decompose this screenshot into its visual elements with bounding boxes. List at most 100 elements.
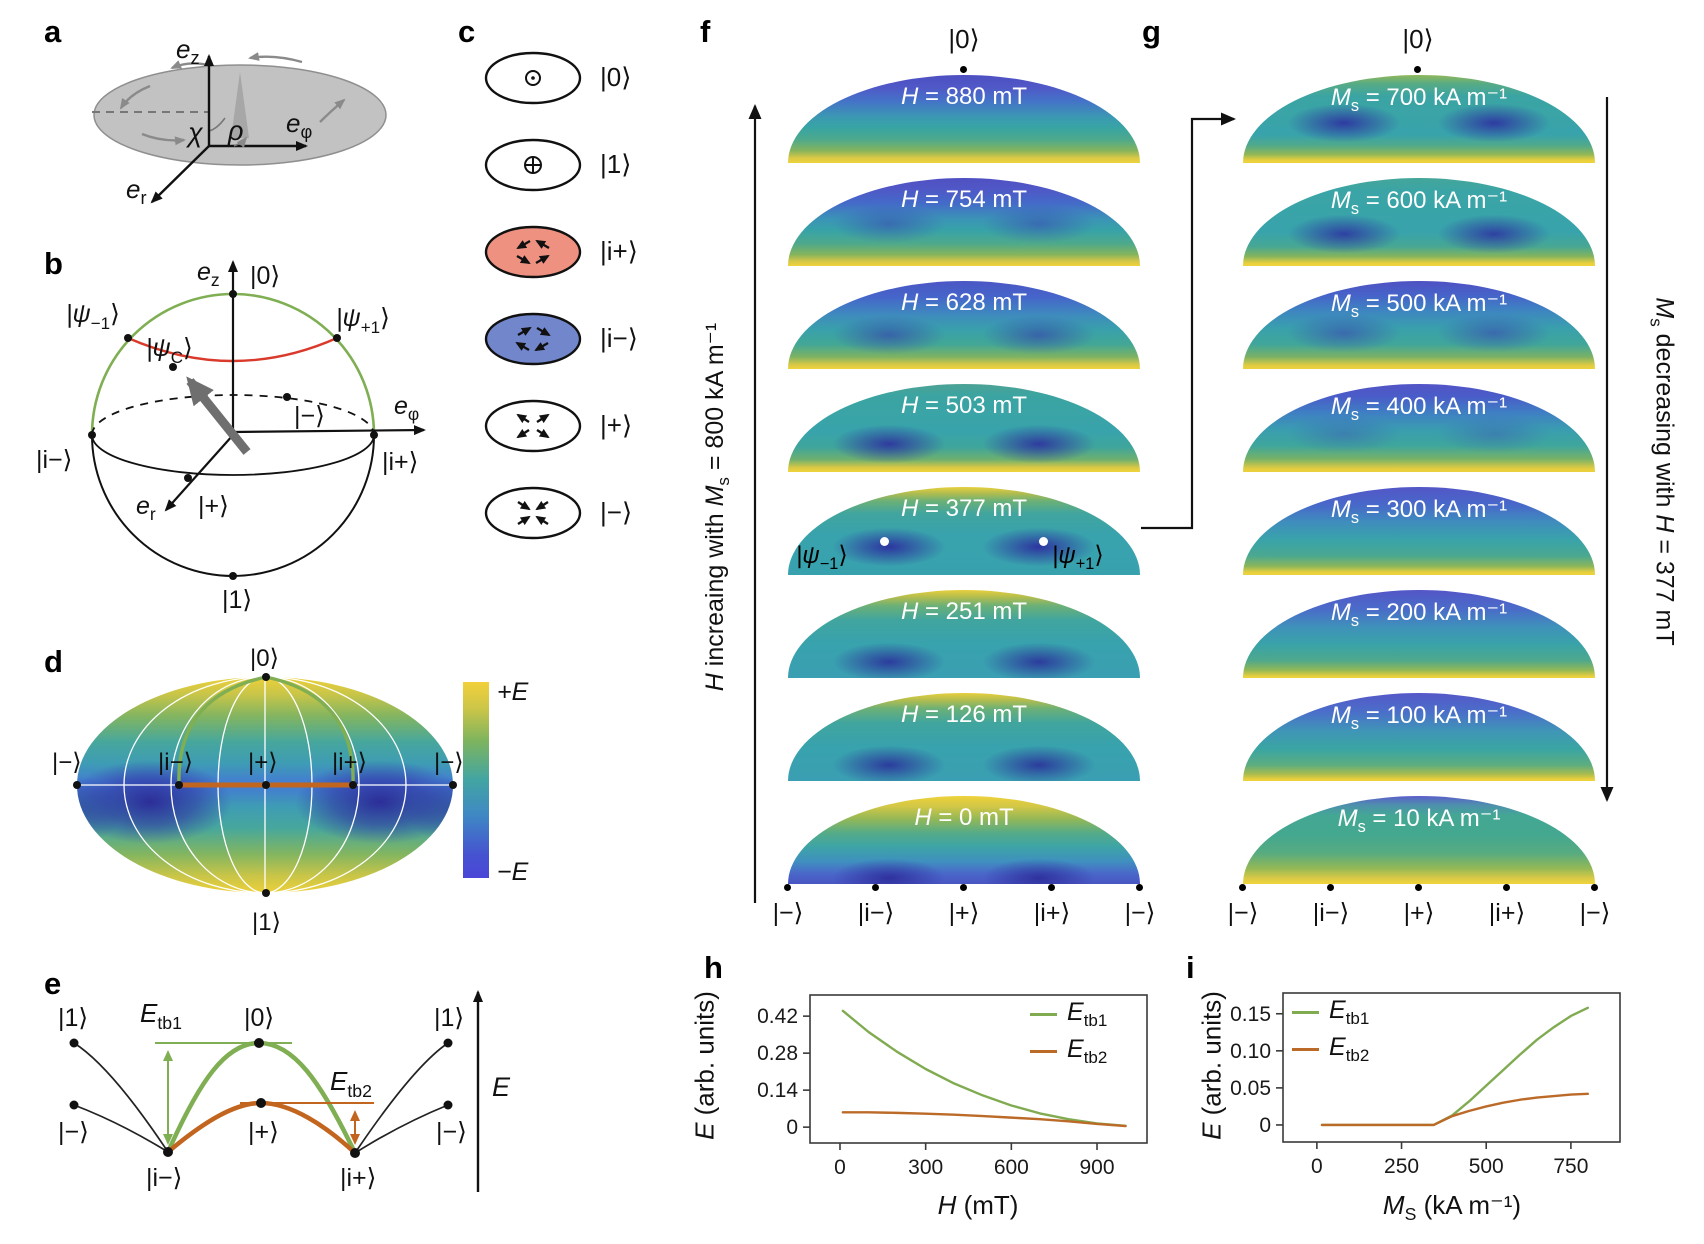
state-label-psi-c: |ψC⟩ (146, 334, 193, 367)
disk-ellipse (484, 486, 582, 540)
state-label-plus: |+⟩ (198, 492, 229, 520)
state-dot (1591, 884, 1598, 891)
bloch-sphere: ez eφ er |0⟩ |1⟩ |i−⟩ |i+⟩ |+⟩ |−⟩ |ψ−1⟩… (36, 258, 426, 614)
state-label-i-plus: |i+⟩ (382, 448, 418, 476)
svg-text:500: 500 (1469, 1155, 1504, 1178)
legend-entry-tb2: Etb2 (1292, 1031, 1369, 1068)
state-label-1-right: |1⟩ (434, 1004, 464, 1032)
tb1-line-swatch (1030, 1013, 1057, 1016)
core-dot (531, 76, 535, 80)
axis-label-ephi: eφ (286, 108, 312, 142)
panel-label-g: g (1142, 14, 1161, 49)
axis-er (164, 434, 234, 512)
state-label-plus: |+⟩ (248, 1118, 279, 1146)
state-label-minus-right: |−⟩ (436, 1118, 467, 1146)
axis-label-ez: ez (176, 34, 200, 68)
svg-text:0: 0 (834, 1156, 846, 1179)
state-label-i-plus: |i+⟩ (340, 1164, 376, 1192)
state-label-1: |1⟩ (252, 909, 281, 936)
state-glyph-iplus-label: |i+⟩ (600, 236, 638, 266)
energy-landscape-map: |0⟩ |1⟩ |−⟩ |i−⟩ |+⟩ |i+⟩ |−⟩ (52, 645, 464, 936)
state-glyph-minus (484, 486, 582, 540)
h-x-axis-label: H (mT) (937, 1190, 1019, 1220)
g-bottom-state-1: |i−⟩ (1312, 899, 1350, 927)
energy-dome-h503: H = 503 mT (788, 384, 1140, 472)
f-bottom-state-3: |i+⟩ (1033, 899, 1071, 927)
equator-label-2: |+⟩ (248, 749, 278, 776)
state-dot (960, 66, 967, 73)
state-dot (1136, 884, 1143, 891)
state-glyph-plus (484, 399, 582, 453)
f-to-g-connector-arrow (1141, 112, 1236, 530)
energy-dome-ms600: Ms = 600 kA m⁻¹ (1243, 178, 1595, 266)
colorbar (463, 682, 489, 878)
state-label-0: |0⟩ (250, 645, 279, 672)
core-cone (231, 72, 249, 138)
state-glyph-iminus-label: |i−⟩ (600, 323, 638, 353)
circulation-cw-arrows (515, 326, 551, 352)
state-glyph-iplus (484, 225, 582, 279)
panel-label-c: c (458, 14, 476, 49)
svg-text:0.05: 0.05 (1230, 1077, 1271, 1100)
circulation-arrow (248, 52, 303, 64)
panel-label-f: f (700, 14, 711, 49)
state-dot (784, 884, 791, 891)
colorbar-min-label: −E (497, 858, 529, 886)
panel-label-i: i (1186, 950, 1195, 985)
state-dot (1048, 884, 1055, 891)
state-dot (960, 884, 967, 891)
f-bottom-state-4: |−⟩ (1124, 899, 1156, 927)
equator-label-1: |i−⟩ (158, 749, 193, 776)
energy-dome-ms300: Ms = 300 kA m⁻¹ (1243, 487, 1595, 575)
f-bottom-state-1: |i−⟩ (857, 899, 895, 927)
state-label-1: |1⟩ (222, 586, 252, 614)
g-bottom-state-2: |+⟩ (1403, 899, 1435, 927)
g-bottom-state-3: |i+⟩ (1488, 899, 1526, 927)
state-dot (872, 884, 879, 891)
state-label-psi-plus1: |ψ+1⟩ (336, 304, 390, 337)
energy-dome-h628: H = 628 mT (788, 281, 1140, 369)
legend-entry-tb1: Etb1 (1292, 994, 1369, 1031)
state-glyph-0 (484, 51, 582, 105)
energy-dome-ms200: Ms = 200 kA m⁻¹ (1243, 590, 1595, 678)
axis-label-ephi: eφ (394, 392, 419, 424)
g-bottom-state-4: |−⟩ (1579, 899, 1611, 927)
svg-text:0.42: 0.42 (757, 1005, 798, 1028)
state-dots (88, 290, 378, 580)
circulation-arrow (319, 98, 346, 123)
energy-axis-label: E (492, 1072, 511, 1102)
energy-dome-ms500: Ms = 500 kA m⁻¹ (1243, 281, 1595, 369)
svg-text:0: 0 (1311, 1155, 1323, 1178)
energy-dome-h377: H = 377 mT |ψ−1⟩ |ψ+1⟩ (788, 487, 1140, 575)
diverging-arrows (516, 413, 550, 439)
state-vector-arrow (186, 376, 251, 455)
svg-text:0.10: 0.10 (1230, 1040, 1271, 1063)
svg-text:750: 750 (1553, 1155, 1588, 1178)
energy-dome-ms400: Ms = 400 kA m⁻¹ (1243, 384, 1595, 472)
state-dot (1414, 66, 1421, 73)
energy-dome-h754: H = 754 mT (788, 178, 1140, 266)
energy-dome-ms10: Ms = 10 kA m⁻¹ (1243, 796, 1595, 884)
state-label-psi-minus1: |ψ−1⟩ (66, 300, 120, 333)
svg-text:0: 0 (786, 1116, 798, 1139)
svg-text:0.28: 0.28 (757, 1042, 798, 1065)
state-glyph-0-label: |0⟩ (600, 62, 632, 92)
rho-arc (233, 136, 248, 148)
f-bottom-state-0: |−⟩ (772, 899, 804, 927)
tb1-label: Etb1 (140, 998, 182, 1033)
state-label-minus-left: |−⟩ (58, 1118, 89, 1146)
branch-curve (73, 1042, 169, 1153)
psi-minus1-label: |ψ−1⟩ (796, 542, 848, 573)
state-dots (73, 673, 457, 897)
g-axis-annotation: Ms decreasing with H = 377 mT (1646, 297, 1679, 646)
state-label-0: |0⟩ (250, 262, 280, 290)
state-label-i-minus: |i−⟩ (36, 446, 72, 474)
tb2-line-swatch (1030, 1050, 1057, 1053)
disk-schematic: ez eφ er χ ρ (92, 34, 387, 208)
svg-text:900: 900 (1079, 1156, 1114, 1179)
svg-text:250: 250 (1384, 1155, 1419, 1178)
g-top-state-label: |0⟩ (1402, 24, 1434, 54)
energy-dome-h0: H = 0 mT (788, 796, 1140, 884)
angle-rho-label: ρ (227, 116, 243, 146)
